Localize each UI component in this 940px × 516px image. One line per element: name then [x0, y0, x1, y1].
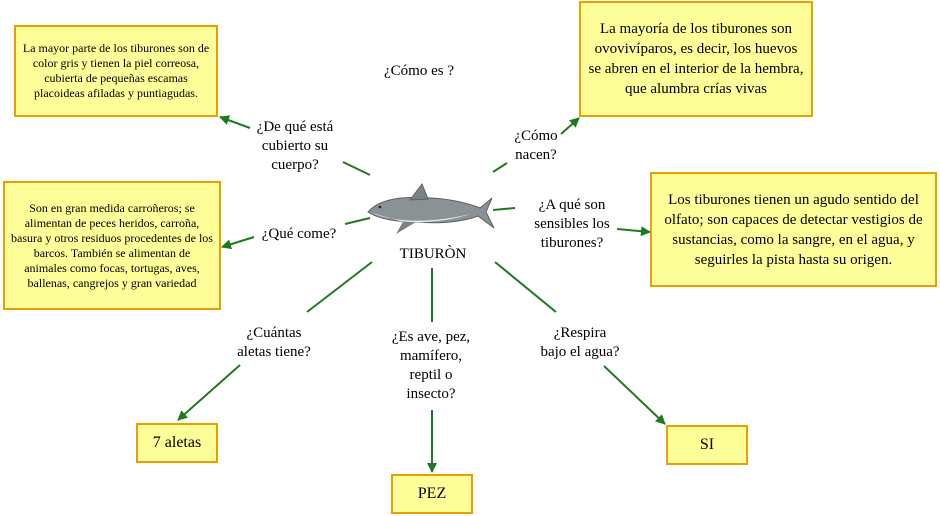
arrow-aletas: [177, 364, 241, 421]
answer-box-respira: SI: [666, 425, 748, 465]
question-come: ¿Qué come?: [261, 226, 337, 242]
link-center-sensibles: [492, 207, 516, 211]
question-line: bajo el agua?: [540, 344, 620, 360]
answer-text: PEZ: [417, 485, 447, 502]
question-line: ¿Es ave, pez,: [391, 329, 471, 345]
question-line: ¿Respira: [553, 325, 607, 341]
question-cubierto: ¿De qué está cubierto su cuerpo?: [245, 118, 345, 175]
answer-box-nacen: La mayoría de los tiburones son ovovivíp…: [579, 1, 813, 117]
question-line: insecto?: [406, 386, 456, 402]
question-nacen: ¿Cómo nacen?: [500, 127, 572, 165]
question-line: cubierto su: [261, 138, 329, 154]
answer-text: Son en gran medida carroñeros; se alimen…: [11, 200, 213, 290]
question-como-es: ¿Cómo es ?: [384, 63, 454, 79]
arrow-respira: [603, 365, 666, 425]
question-line: nacen?: [515, 147, 557, 163]
answer-box-come: Son en gran medida carroñeros; se alimen…: [3, 181, 221, 310]
center-label: TIBURÒN: [399, 246, 467, 262]
question-line: aletas tiene?: [237, 344, 311, 360]
link-center-nacen: [492, 162, 508, 173]
link-center-come: [344, 217, 371, 225]
arrow-come: [221, 236, 255, 250]
question-respira: ¿Respira bajo el agua?: [528, 324, 632, 362]
link-center-cubierto: [342, 161, 371, 176]
answer-text: 7 aletas: [152, 434, 202, 451]
answer-box-tipo: PEZ: [391, 474, 473, 514]
answer-text: La mayor parte de los tiburones son de c…: [22, 41, 210, 100]
answer-box-cubierto: La mayor parte de los tiburones son de c…: [14, 25, 218, 117]
question-line: reptil o: [409, 367, 453, 383]
answer-box-sensibles: Los tiburones tienen un agudo sentido de…: [650, 172, 937, 287]
link-center-aletas: [306, 261, 373, 313]
arrow-nacen: [560, 117, 580, 135]
question-tipo: ¿Es ave, pez, mamífero, reptil o insecto…: [376, 328, 486, 404]
question-aletas: ¿Cuántas aletas tiene?: [224, 324, 324, 362]
arrow-cubierto: [219, 115, 251, 129]
question-line: ¿Cómo: [514, 128, 558, 144]
question-sensibles: ¿A qué son sensibles los tiburones?: [520, 196, 624, 253]
question-line: mamífero,: [399, 348, 463, 364]
link-center-respira: [494, 261, 557, 313]
question-line: cuerpo?: [271, 157, 319, 173]
answer-text: Los tiburones tienen un agudo sentido de…: [664, 191, 923, 268]
answer-text: SI: [699, 436, 715, 453]
question-line: tiburones?: [540, 235, 604, 251]
question-line: ¿A qué son: [538, 197, 606, 213]
arrow-sensibles: [616, 226, 651, 237]
answer-box-aletas: 7 aletas: [136, 423, 218, 463]
question-line: ¿Cuántas: [246, 325, 302, 341]
question-line: sensibles los: [534, 216, 610, 232]
question-line: ¿De qué está: [256, 119, 334, 135]
shark-icon: [367, 182, 495, 234]
answer-text: La mayoría de los tiburones son ovovivíp…: [588, 21, 804, 97]
